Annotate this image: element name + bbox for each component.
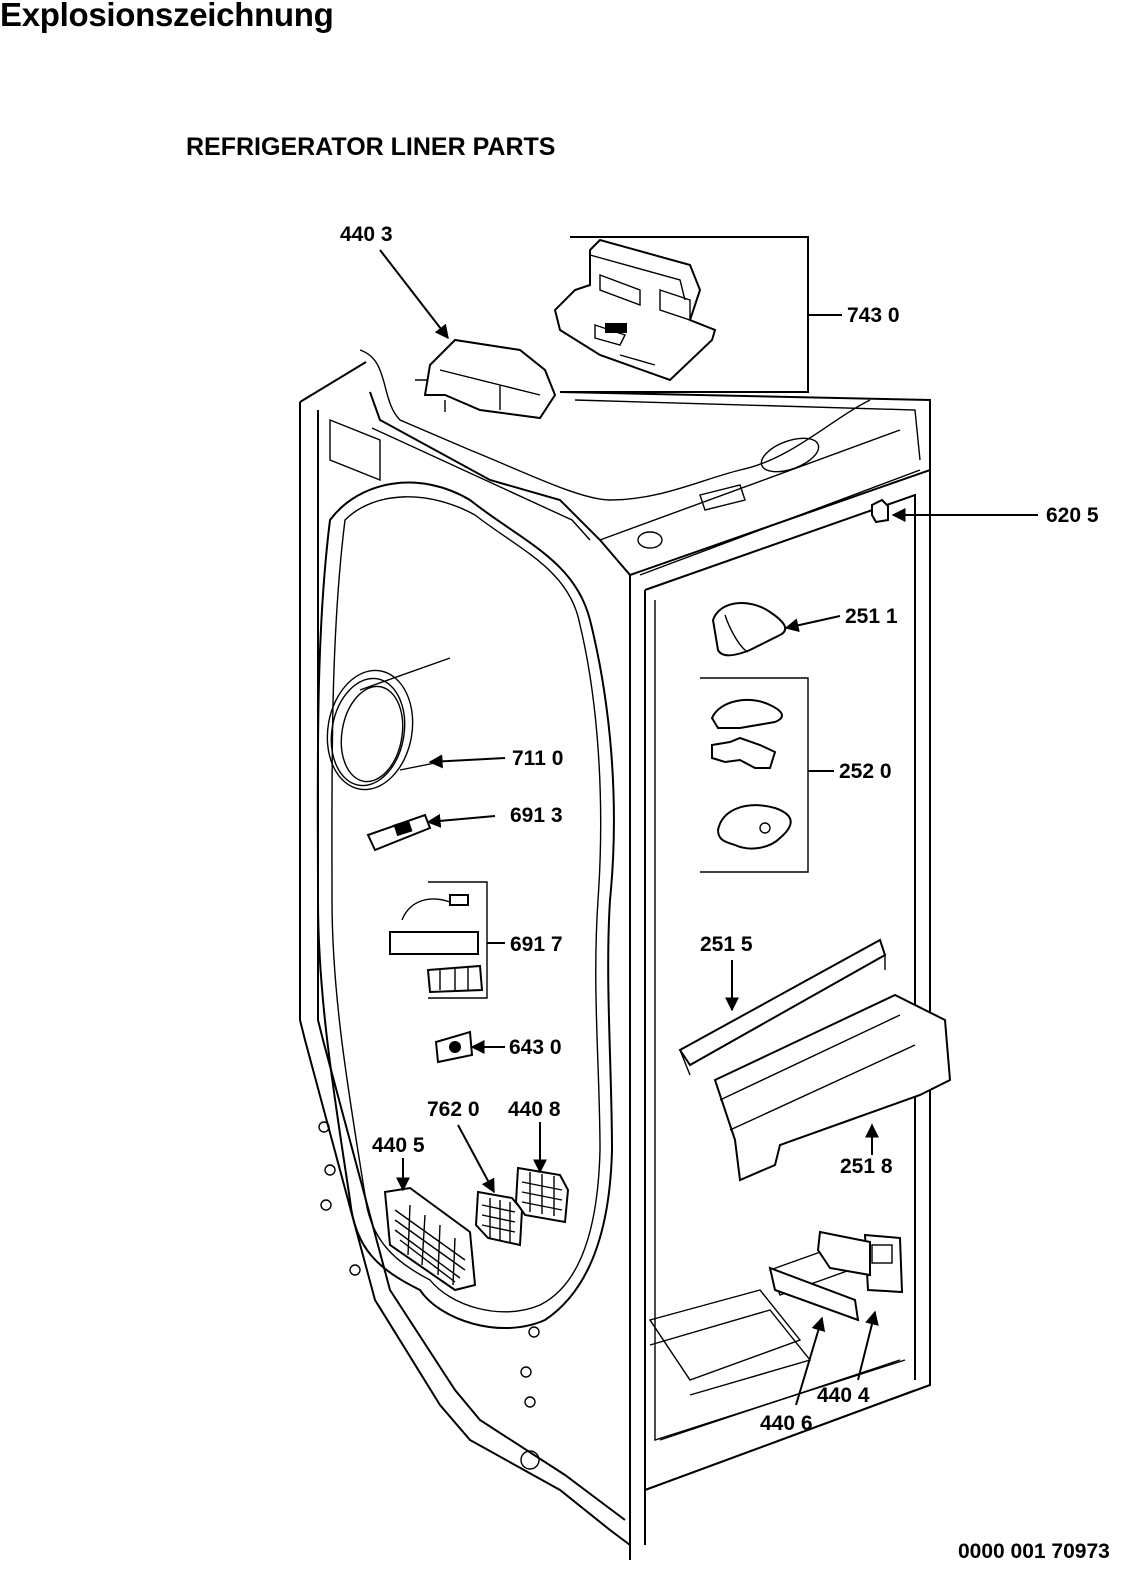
callout-743-0: 743 0 — [847, 304, 900, 327]
callout-691-3: 691 3 — [510, 804, 563, 827]
part-252-0-group — [700, 677, 809, 873]
callout-252-0: 252 0 — [839, 760, 892, 783]
callout-440-8: 440 8 — [508, 1098, 561, 1121]
callout-440-3: 440 3 — [340, 223, 393, 246]
part-251-8 — [713, 993, 952, 1182]
part-620-5 — [871, 498, 889, 524]
callout-251-1: 251 1 — [845, 605, 898, 628]
callout-762-0: 762 0 — [427, 1098, 480, 1121]
part-440-6 — [768, 1230, 871, 1322]
part-251-1 — [711, 601, 787, 657]
part-643-0 — [434, 1030, 474, 1064]
callout-440-5: 440 5 — [372, 1134, 425, 1157]
part-762-0 — [474, 1190, 524, 1247]
part-691-7-group — [389, 881, 488, 999]
part-440-3 — [415, 338, 557, 420]
callout-251-5: 251 5 — [700, 933, 753, 956]
part-440-8 — [514, 1166, 570, 1224]
document-number: 0000 001 70973 — [958, 1540, 1110, 1563]
section-title: REFRIGERATOR LINER PARTS — [186, 133, 556, 161]
part-251-5 — [678, 938, 887, 1076]
callout-251-8: 251 8 — [840, 1155, 893, 1178]
part-743-0 — [553, 238, 717, 382]
callout-691-7: 691 7 — [510, 933, 563, 956]
part-711-0 — [326, 657, 451, 791]
callout-labels: 440 3 743 0 620 5 251 1 711 0 252 0 691 … — [340, 223, 1099, 1435]
part-440-5 — [383, 1186, 477, 1292]
callout-620-5: 620 5 — [1046, 504, 1099, 527]
callout-440-4: 440 4 — [817, 1384, 870, 1407]
part-691-3 — [366, 813, 432, 852]
callout-440-6: 440 6 — [760, 1412, 813, 1435]
callout-711-0: 711 0 — [512, 747, 563, 770]
callout-643-0: 643 0 — [509, 1036, 562, 1059]
page-title: Explosionszeichnung — [0, 0, 334, 33]
leader-lines — [379, 236, 1038, 1406]
